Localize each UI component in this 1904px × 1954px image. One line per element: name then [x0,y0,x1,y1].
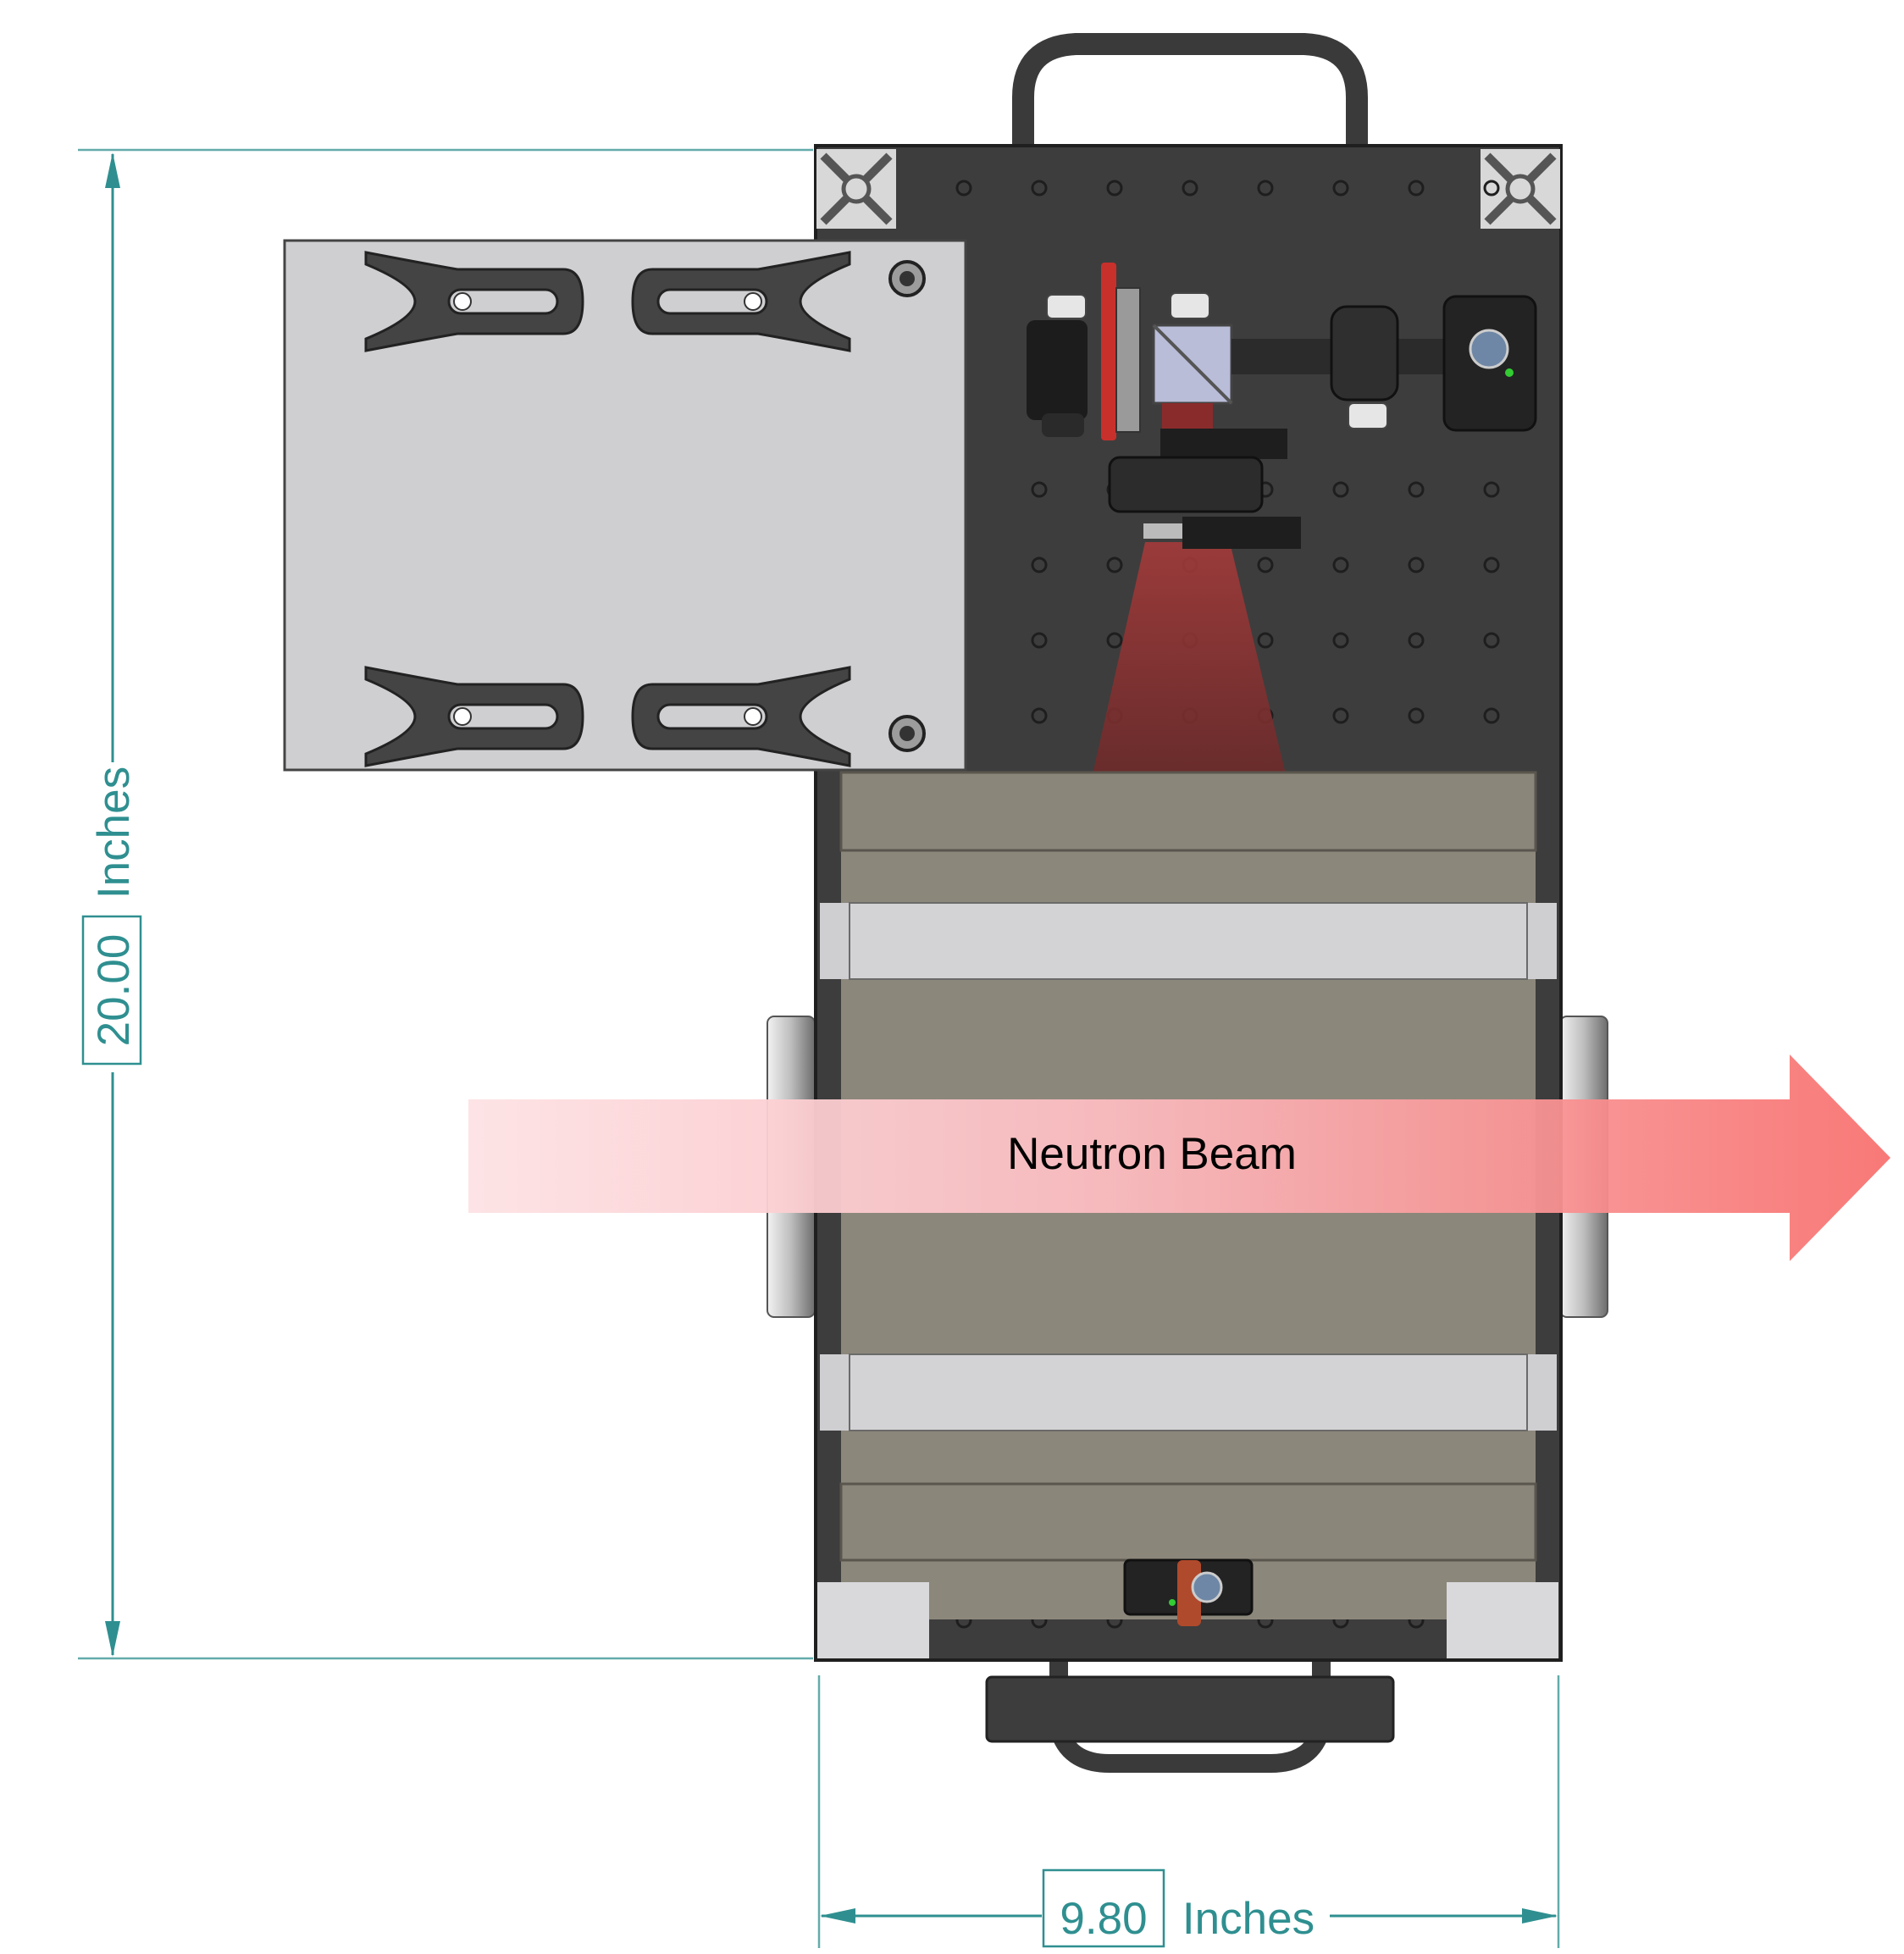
breadboard-hole [1408,707,1425,724]
height-value-box [81,915,142,1066]
breadboard-hole [1031,556,1048,573]
breadboard-hole [1408,481,1425,498]
top-handle [1012,33,1368,144]
neutron-beam-label: Neutron Beam [1007,1129,1297,1179]
corner-extrusion-right [1481,149,1560,229]
mounting-plate [283,239,967,772]
breadboard-hole [955,180,972,197]
height-dimension-unit: Inches [89,767,139,899]
breadboard-hole [1408,556,1425,573]
clamp-fork [631,251,851,352]
laser-cone [1093,542,1286,774]
breadboard-hole [1257,180,1274,197]
neutron-beam-arrow: Neutron Beam [468,1054,1890,1261]
breadboard-hole [1031,180,1048,197]
breadboard-hole [1031,481,1048,498]
clamp-fork [631,666,851,767]
breadboard-hole [1483,707,1500,724]
breadboard-hole [1408,180,1425,197]
breadboard-hole [1483,556,1500,573]
height-dimension-value: 20.00 [89,934,139,1047]
breadboard-hole [1483,180,1500,197]
bottom-handle [985,1660,1395,1773]
corner-plate-left [817,1582,929,1658]
width-dimension-unit: Inches [1182,1894,1315,1944]
corner-plate-right [1447,1582,1558,1658]
breadboard-hole [1257,632,1274,649]
breadboard-hole [1332,180,1349,197]
breadboard-hole [1483,481,1500,498]
width-value-box [1042,1868,1165,1948]
breadboard-hole [1106,632,1123,649]
bottom-sensor-module [1123,1558,1254,1626]
breadboard-hole [1332,707,1349,724]
breadboard-hole [1031,632,1048,649]
breadboard-hole [1483,632,1500,649]
height-dimension [78,148,813,1660]
breadboard-hole [1257,556,1274,573]
breadboard-hole [1182,180,1198,197]
width-dimension [817,1675,1560,1948]
breadboard-hole [1106,180,1123,197]
breadboard-hole [1106,556,1123,573]
breadboard-hole [1332,632,1349,649]
breadboard-hole [1332,481,1349,498]
clamp-forks [364,251,851,767]
corner-extrusion-left [816,149,896,229]
breadboard-hole [1408,632,1425,649]
red-filter-plate [1101,263,1116,440]
clamp-fork [364,666,584,767]
clamp-fork [364,251,584,352]
optics-assembly [1027,263,1537,549]
breadboard-hole [1031,707,1048,724]
width-dimension-value: 9.80 [1060,1894,1147,1944]
breadboard-hole [1332,556,1349,573]
